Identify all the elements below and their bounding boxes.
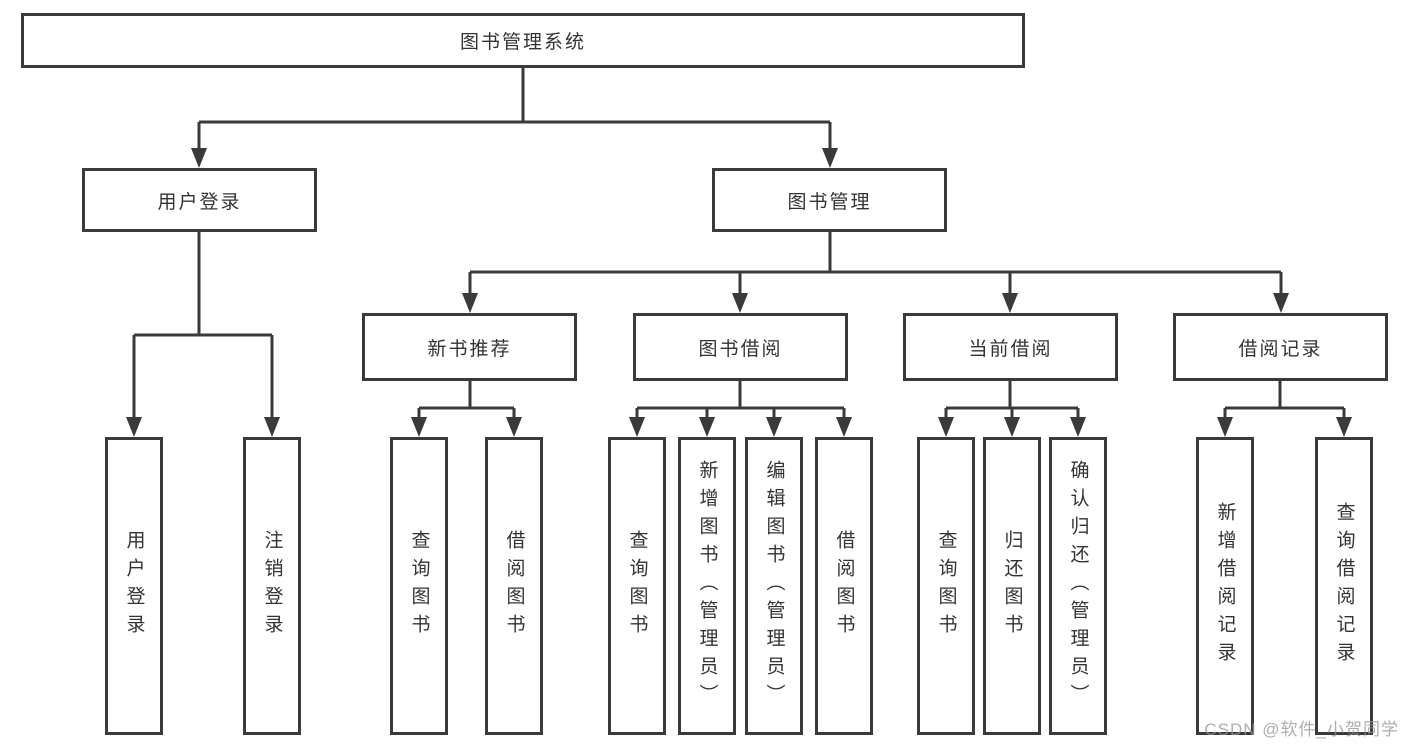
node-book-borrow-label: 图书借阅 [698, 338, 783, 360]
leaf-node-label: 用户登录 [123, 530, 145, 642]
leaf-node-label: 查询图书 [935, 530, 957, 642]
leaf-node-query-borrow-record: 查询借阅记录 [1315, 437, 1373, 735]
node-root-label: 图书管理系统 [459, 32, 586, 53]
node-borrow-records: 借阅记录 [1173, 313, 1388, 381]
leaf-node-label: 新增借阅记录 [1214, 502, 1236, 670]
leaf-node-label: 归还图书 [1001, 530, 1023, 642]
leaf-node-add-books-admin: 新增图书（管理员） [678, 437, 736, 735]
node-new-books: 新书推荐 [362, 313, 577, 381]
leaf-node-label: 查询借阅记录 [1333, 502, 1355, 670]
leaf-node-query-books-1: 查询图书 [390, 437, 448, 735]
leaf-node-label: 注销登录 [261, 530, 283, 642]
node-book-mgmt: 图书管理 [712, 168, 947, 232]
leaf-node-query-books-2: 查询图书 [608, 437, 666, 735]
leaf-node-borrow-books-1: 借阅图书 [485, 437, 543, 735]
node-user-login-label: 用户登录 [157, 191, 242, 213]
node-current-borrow: 当前借阅 [903, 313, 1118, 381]
leaf-node-add-borrow-record: 新增借阅记录 [1196, 437, 1254, 735]
watermark: CSDN @软件_小贺同学 [1204, 720, 1399, 739]
leaf-node-edit-books-admin: 编辑图书（管理员） [745, 437, 803, 735]
leaf-node-label: 查询图书 [626, 530, 648, 642]
leaf-node-label: 编辑图书（管理员） [763, 460, 785, 712]
leaf-node-label: 确认归还（管理员） [1067, 460, 1089, 712]
node-new-books-label: 新书推荐 [427, 338, 512, 360]
leaf-node-label: 新增图书（管理员） [696, 460, 718, 712]
leaf-node-label: 借阅图书 [503, 530, 525, 642]
node-book-mgmt-label: 图书管理 [787, 191, 872, 213]
leaf-node-logout: 注销登录 [243, 437, 301, 735]
node-root: 图书管理系统 [21, 13, 1025, 68]
leaf-node-query-books-3: 查询图书 [917, 437, 975, 735]
leaf-node-borrow-books-2: 借阅图书 [815, 437, 873, 735]
node-current-borrow-label: 当前借阅 [968, 338, 1053, 360]
node-book-borrow: 图书借阅 [633, 313, 848, 381]
leaf-node-confirm-return-admin: 确认归还（管理员） [1049, 437, 1107, 735]
node-borrow-records-label: 借阅记录 [1238, 338, 1323, 360]
node-user-login: 用户登录 [82, 168, 317, 232]
leaf-node-user-login: 用户登录 [105, 437, 163, 735]
leaf-node-label: 借阅图书 [833, 530, 855, 642]
leaf-node-label: 查询图书 [408, 530, 430, 642]
leaf-node-return-books: 归还图书 [983, 437, 1041, 735]
